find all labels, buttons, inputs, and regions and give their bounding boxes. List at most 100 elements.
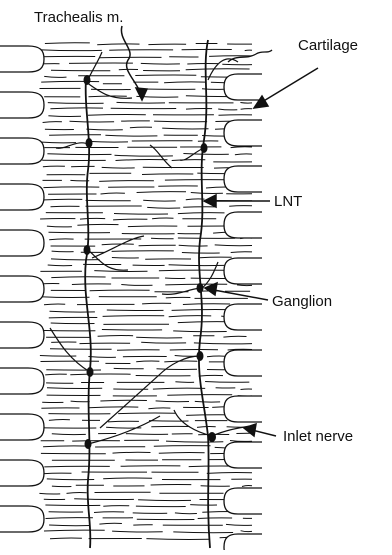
muscle-fibre	[209, 56, 252, 57]
muscle-fibre	[105, 135, 157, 136]
muscle-fibre	[169, 265, 224, 266]
muscle-fibre	[175, 513, 197, 514]
muscle-fibre	[121, 285, 152, 286]
muscle-fibre	[173, 331, 227, 332]
ganglion-node	[197, 351, 204, 361]
muscle-fibre	[40, 330, 95, 331]
muscle-fibre	[77, 224, 118, 225]
muscle-fibre	[43, 166, 65, 167]
muscle-fibre	[46, 518, 93, 519]
ganglion-node	[197, 283, 204, 293]
muscle-fibre	[151, 484, 192, 485]
muscle-fibre	[109, 50, 173, 51]
ganglion-node	[201, 143, 208, 153]
cartilage-ring-right	[224, 120, 262, 146]
muscle-fibre	[51, 323, 95, 324]
branch	[100, 356, 200, 428]
cartilage-ring-right	[224, 396, 262, 422]
muscle-fibre	[49, 525, 90, 526]
cartilage-ring-left	[0, 46, 44, 72]
label-cartilage: Cartilage	[298, 37, 358, 54]
muscle-fibre	[41, 297, 90, 298]
muscle-fibre	[45, 374, 67, 375]
muscle-fibre	[199, 375, 223, 376]
muscle-fibre	[241, 109, 252, 110]
label-ganglion: Ganglion	[272, 293, 332, 310]
muscle-fibre	[45, 43, 90, 44]
muscle-fibre	[42, 199, 83, 200]
cartilage-ring-left	[0, 506, 44, 532]
muscle-fibre	[115, 155, 173, 156]
muscle-fibre	[240, 103, 252, 104]
branch	[162, 288, 200, 294]
cartilage-ring-left	[0, 322, 44, 348]
muscle-fibre	[43, 473, 72, 474]
muscle-fibre	[207, 473, 252, 474]
muscle-fibre	[49, 239, 73, 240]
muscle-fibre	[99, 523, 122, 524]
left-cartilage-rings	[0, 46, 44, 532]
muscle-fibre	[222, 64, 252, 65]
ganglion-node	[86, 138, 93, 148]
muscle-fibre	[179, 245, 208, 246]
muscle-fibre	[48, 103, 104, 104]
muscle-fibre	[152, 218, 173, 219]
muscle-fibre	[201, 486, 230, 487]
muscle-fibre	[154, 121, 207, 122]
muscle-fibre	[245, 50, 252, 51]
muscle-fibre	[71, 401, 90, 402]
muscle-fibre	[183, 304, 230, 305]
muscle-fibre	[48, 116, 81, 117]
muscle-fibre	[136, 337, 182, 338]
ganglion-node	[208, 432, 216, 442]
cartilage-ring-left	[0, 138, 44, 164]
muscle-fibre	[108, 421, 139, 422]
muscle-fibre	[169, 316, 212, 317]
muscle-fibre	[97, 44, 139, 45]
muscle-fibre	[39, 50, 102, 51]
muscle-fibre	[136, 361, 159, 362]
muscle-fibre	[215, 245, 252, 246]
muscle-fibre	[88, 141, 128, 142]
muscle-fibre	[167, 395, 232, 396]
branch	[50, 328, 90, 372]
ganglion-node	[84, 245, 91, 255]
muscle-fibre	[103, 478, 152, 479]
ganglion-node	[87, 367, 94, 377]
muscle-fibre	[207, 356, 225, 357]
muscle-fibre	[107, 310, 164, 311]
muscle-fibre	[198, 518, 232, 519]
muscle-fibre	[154, 446, 211, 447]
muscle-fibre	[156, 401, 189, 402]
cartilage-ring-left	[0, 368, 44, 394]
muscle-fibre	[102, 244, 134, 245]
muscle-fibre	[116, 160, 168, 161]
muscle-fibre	[47, 226, 72, 227]
leader-arrows	[121, 26, 318, 436]
muscle-fibre	[88, 115, 146, 116]
muscle-fibre	[173, 532, 233, 533]
muscle-fibre	[190, 505, 217, 506]
muscle-fibre	[49, 317, 98, 318]
muscle-fibre	[70, 121, 115, 122]
muscle-fibre	[182, 253, 220, 254]
muscle-fibre	[142, 303, 171, 304]
muscle-fibre	[39, 493, 60, 494]
muscle-fibre	[41, 81, 99, 82]
cartilage-ring-right	[224, 442, 262, 468]
muscle-fibre	[183, 154, 228, 155]
muscle-fibre	[51, 259, 100, 260]
muscle-fibre	[52, 486, 72, 487]
muscle-fibre	[136, 506, 186, 507]
muscle-fibre	[40, 142, 76, 143]
muscle-fibre	[52, 434, 86, 435]
muscle-fibre	[141, 63, 180, 64]
muscle-fibre	[48, 265, 72, 266]
muscle-fibre	[162, 128, 208, 129]
muscle-fibre	[226, 524, 252, 525]
muscle-fibre	[178, 213, 225, 214]
muscle-fibre	[223, 336, 246, 337]
muscle-fibre	[43, 122, 62, 123]
muscle-fibre	[241, 531, 252, 532]
muscle-fibre	[186, 69, 250, 70]
